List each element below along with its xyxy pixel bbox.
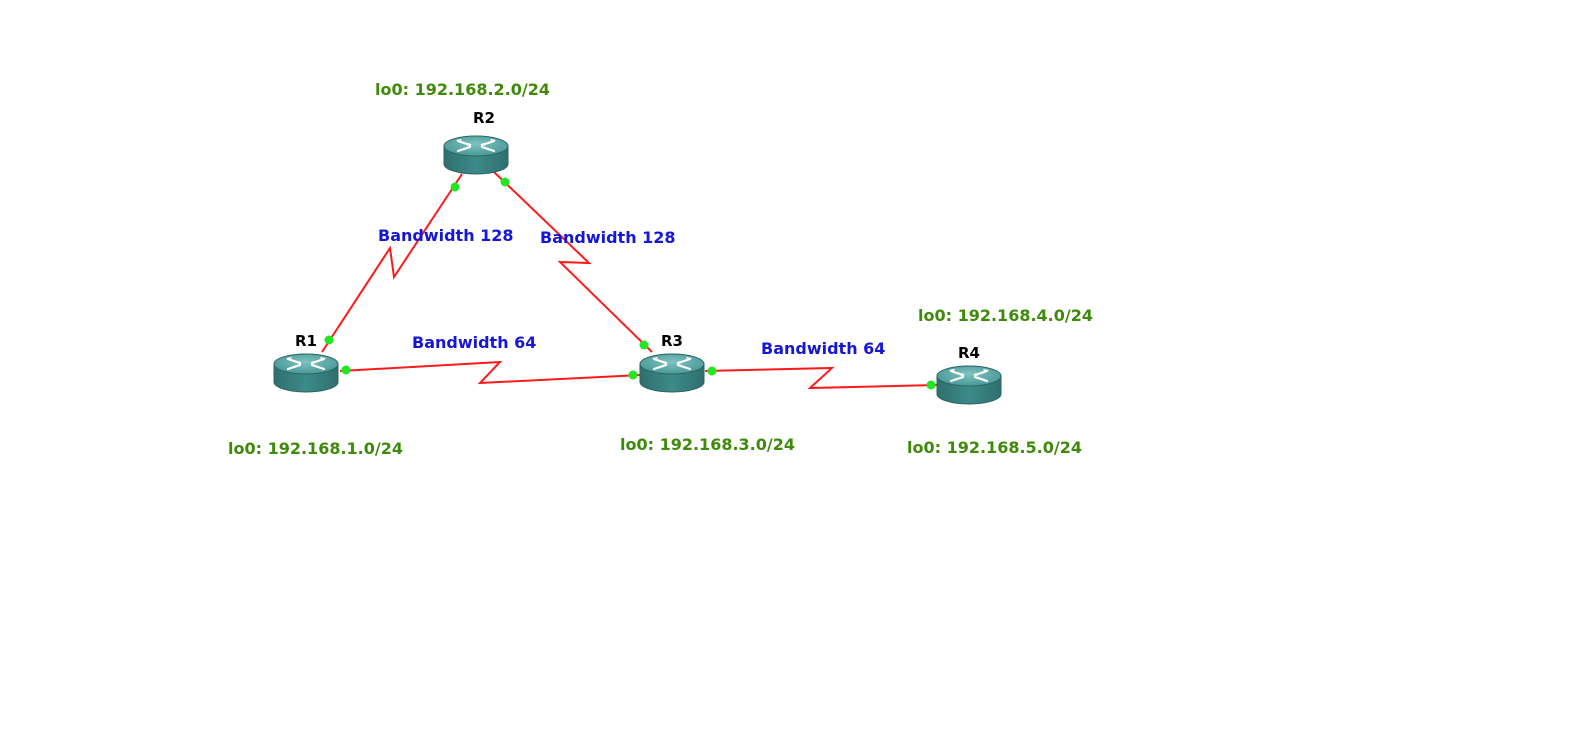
port-r4-to-r3[interactable] xyxy=(926,380,936,390)
router-r4[interactable]: R4 xyxy=(936,344,1002,405)
port-r2-to-r1[interactable] xyxy=(450,182,460,192)
port-r3-to-r1[interactable] xyxy=(628,370,638,380)
port-r1-to-r2[interactable] xyxy=(324,335,334,345)
link-label-r1-r3: Bandwidth 64 xyxy=(412,333,536,352)
network-label-r4-b: lo0: 192.168.5.0/24 xyxy=(907,438,1082,457)
port-r1-to-r3[interactable] xyxy=(341,365,351,375)
link-label-r1-r2: Bandwidth 128 xyxy=(378,226,514,245)
router-label-r4: R4 xyxy=(958,344,980,362)
network-label-r2: lo0: 192.168.2.0/24 xyxy=(375,80,550,99)
router-label-r3: R3 xyxy=(661,332,683,350)
router-r2[interactable]: R2 xyxy=(443,109,509,175)
network-label-r1: lo0: 192.168.1.0/24 xyxy=(228,439,403,458)
port-r3-to-r2[interactable] xyxy=(639,340,649,350)
network-label-r3: lo0: 192.168.3.0/24 xyxy=(620,435,795,454)
port-r3-to-r4[interactable] xyxy=(707,366,717,376)
network-labels: lo0: 192.168.1.0/24 lo0: 192.168.2.0/24 … xyxy=(228,80,1093,458)
network-label-r4-a: lo0: 192.168.4.0/24 xyxy=(918,306,1093,325)
links-layer xyxy=(321,171,938,390)
link-r3-r4[interactable] xyxy=(704,366,938,390)
link-label-r3-r4: Bandwidth 64 xyxy=(761,339,885,358)
bandwidth-labels: Bandwidth 128 Bandwidth 128 Bandwidth 64… xyxy=(378,226,885,358)
router-r1[interactable]: R1 xyxy=(273,332,339,393)
link-r2-r3[interactable] xyxy=(493,171,653,353)
router-label-r2: R2 xyxy=(473,109,495,127)
ports-layer xyxy=(324,177,936,390)
router-label-r1: R1 xyxy=(295,332,317,350)
router-r3[interactable]: R3 xyxy=(639,332,705,393)
link-r1-r2[interactable] xyxy=(321,173,463,353)
router-icon xyxy=(443,135,509,175)
port-r2-to-r3[interactable] xyxy=(500,177,510,187)
router-icon xyxy=(639,353,705,393)
link-r1-r3[interactable] xyxy=(339,360,641,385)
router-icon xyxy=(936,365,1002,405)
router-icon xyxy=(273,353,339,393)
link-label-r2-r3: Bandwidth 128 xyxy=(540,228,676,247)
